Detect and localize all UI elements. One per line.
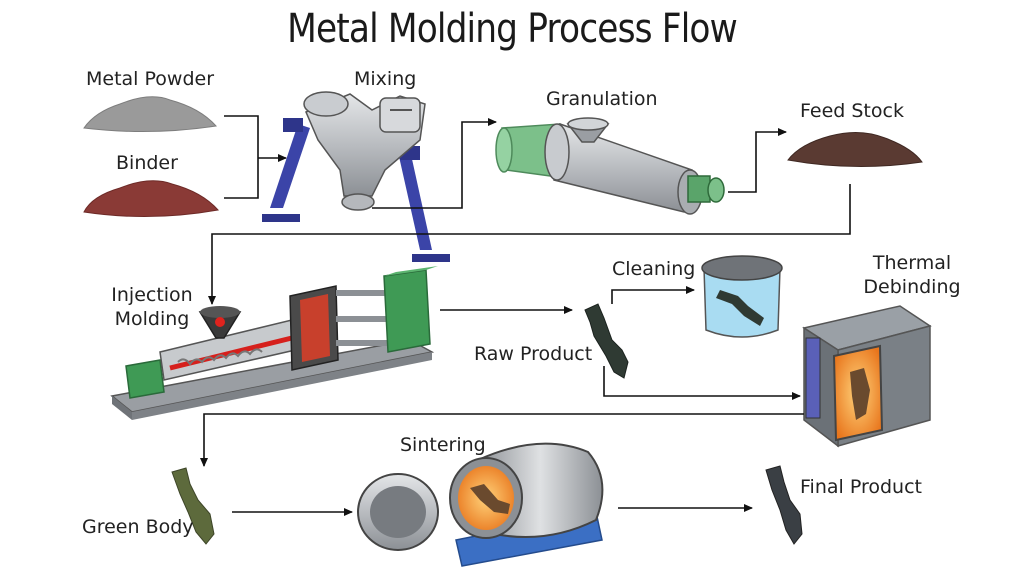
binder-label: Binder	[116, 152, 178, 174]
cleaning-tank	[701, 255, 783, 338]
injection-molding-label-line1: Injection	[111, 284, 193, 306]
binder-pile	[83, 180, 219, 218]
arrow-raw-to-debinding	[603, 366, 801, 400]
sintering-furnace	[357, 442, 604, 567]
mixing-machine	[262, 91, 450, 262]
green-body-label: Green Body	[82, 516, 194, 538]
arrow-debinding-to-green	[200, 413, 804, 467]
thermal-debinding-oven	[802, 305, 932, 448]
arrow-raw-to-cleaning	[611, 286, 695, 304]
raw-product-label: Raw Product	[474, 343, 593, 365]
arrow-feedstock-to-injection	[208, 184, 851, 305]
mixing-label: Mixing	[354, 68, 417, 90]
arrow-powder-binder-to-mixing	[224, 115, 259, 199]
cleaning-label: Cleaning	[612, 258, 696, 280]
feed-stock-pile	[787, 132, 923, 168]
injection-molding-machine	[110, 266, 438, 420]
metal-powder-label: Metal Powder	[86, 68, 214, 90]
feed-stock-label: Feed Stock	[800, 100, 904, 122]
final-product-part	[765, 465, 803, 545]
diagram-title: Metal Molding Process Flow	[287, 6, 738, 52]
final-product-label: Final Product	[800, 476, 922, 498]
arrow-granulation-to-feedstock	[728, 128, 787, 193]
thermal-debinding-label-line2: Debinding	[863, 276, 961, 298]
sintering-label: Sintering	[400, 434, 486, 456]
injection-molding-label-line2: Molding	[114, 308, 190, 330]
arrow-mixing-to-granulation	[372, 118, 497, 209]
granulation-label: Granulation	[546, 88, 658, 110]
granulation-machine	[495, 117, 725, 215]
metal-powder-pile	[83, 96, 217, 133]
flow-arrows	[200, 115, 851, 516]
raw-product-part	[584, 303, 629, 379]
green-body-part	[171, 467, 215, 545]
thermal-debinding-label-line1: Thermal	[872, 252, 952, 274]
